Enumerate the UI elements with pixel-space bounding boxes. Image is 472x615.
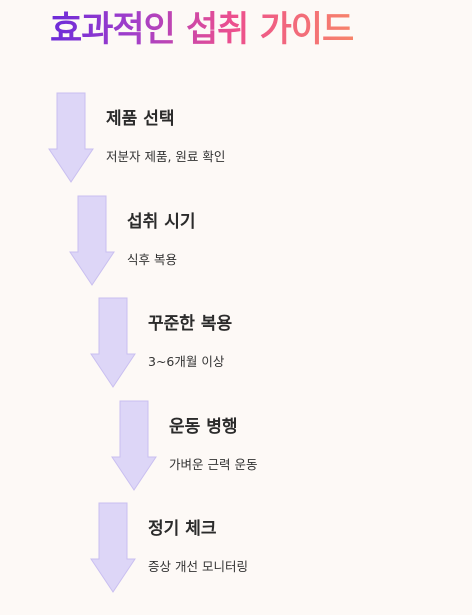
step-desc: 가벼운 근력 운동 <box>169 457 258 472</box>
step-title: 정기 체크 <box>148 519 217 539</box>
step-title: 꾸준한 복용 <box>148 314 233 334</box>
down-arrow-icon <box>90 502 136 593</box>
down-arrow-icon <box>48 92 94 183</box>
step-desc: 3~6개월 이상 <box>148 354 225 369</box>
step-desc: 증상 개선 모니터링 <box>148 559 248 574</box>
step-desc: 식후 복용 <box>127 252 177 267</box>
page-title: 효과적인 섭취 가이드 <box>50 6 354 54</box>
step-desc: 저분자 제품, 원료 확인 <box>106 149 226 164</box>
down-arrow-icon <box>111 400 157 491</box>
down-arrow-icon <box>90 297 136 388</box>
step-title: 운동 병행 <box>169 417 238 437</box>
step-title: 제품 선택 <box>106 109 175 129</box>
down-arrow-icon <box>69 195 115 286</box>
step-title: 섭취 시기 <box>127 212 196 232</box>
